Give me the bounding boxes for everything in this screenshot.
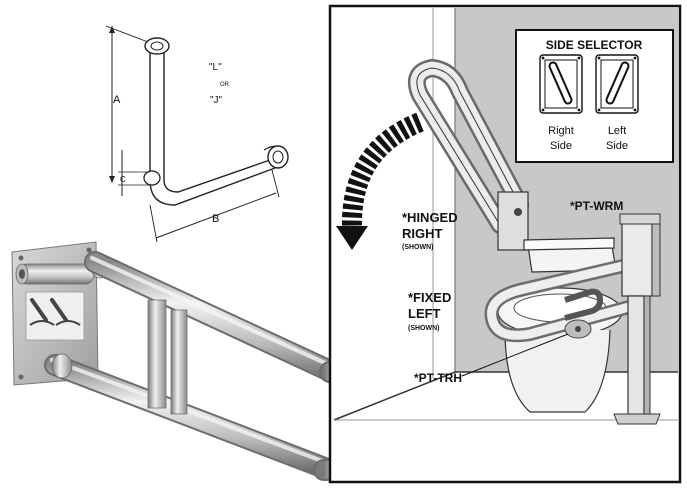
l-bar-elbow-inner: [163, 159, 271, 193]
stanchion-right: [170, 309, 188, 415]
shape-l-label: "L": [209, 62, 222, 73]
l-bar-lower-flange: [143, 170, 161, 186]
dim-c-label: C: [120, 175, 126, 184]
right-side-label-2: Side: [550, 140, 572, 152]
swing-down-arrow: [336, 112, 424, 250]
dim-b-label: B: [212, 213, 219, 225]
right-side-label-1: Right: [548, 125, 574, 137]
hinged-bar-mount: [497, 191, 529, 251]
side-selector-box: SIDE SELECTOR Right Side Left Side: [515, 29, 674, 163]
installation-panel: SIDE SELECTOR Right Side Left Side: [328, 4, 682, 484]
side-selector-title: SIDE SELECTOR: [546, 38, 643, 52]
left-side-label-1: Left: [608, 125, 626, 137]
pt-wrm-callout: *PT-WRM: [570, 199, 623, 213]
lower-rail-tube: [46, 356, 339, 479]
shape-j-label: "J": [210, 95, 223, 106]
pt-trh-leader: [461, 333, 569, 377]
l-bar-vertical-tube: [149, 52, 165, 180]
l-bar-drawing: A C B "L" OR "J": [105, 25, 289, 243]
hinged-callout-note: (SHOWN): [402, 244, 434, 251]
pt-trh-callout: *PT-TRH: [414, 371, 462, 385]
pt-wrm-post: [613, 213, 661, 425]
fixed-callout-1: *FIXED: [408, 290, 451, 305]
fixed-left-bar: [484, 255, 647, 343]
hinged-callout-1: *HINGED: [402, 210, 458, 225]
hinge-barrel: [17, 263, 95, 285]
swing-up-bar-photo: [11, 241, 377, 481]
upper-rail-tube: [86, 253, 354, 387]
l-bar-right-flange: [267, 145, 289, 169]
hinged-callout-2: RIGHT: [402, 226, 443, 241]
toilet-base: [504, 329, 611, 413]
dim-b-line: [155, 192, 277, 239]
hinged-bar-raised: [408, 58, 529, 251]
fixed-callout-note: (SHOWN): [408, 325, 440, 332]
plate-selector-sticker: [25, 291, 85, 341]
l-bar-elbow-outer: [149, 167, 276, 206]
l-bar-top-flange: [144, 37, 170, 55]
fixed-callout-2: LEFT: [408, 306, 441, 321]
stanchion-left: [147, 299, 167, 409]
left-side-label-2: Side: [606, 140, 628, 152]
dim-a-label: A: [113, 94, 121, 106]
plate-selector-icon: [30, 298, 68, 322]
shape-or-label: OR: [220, 82, 230, 88]
